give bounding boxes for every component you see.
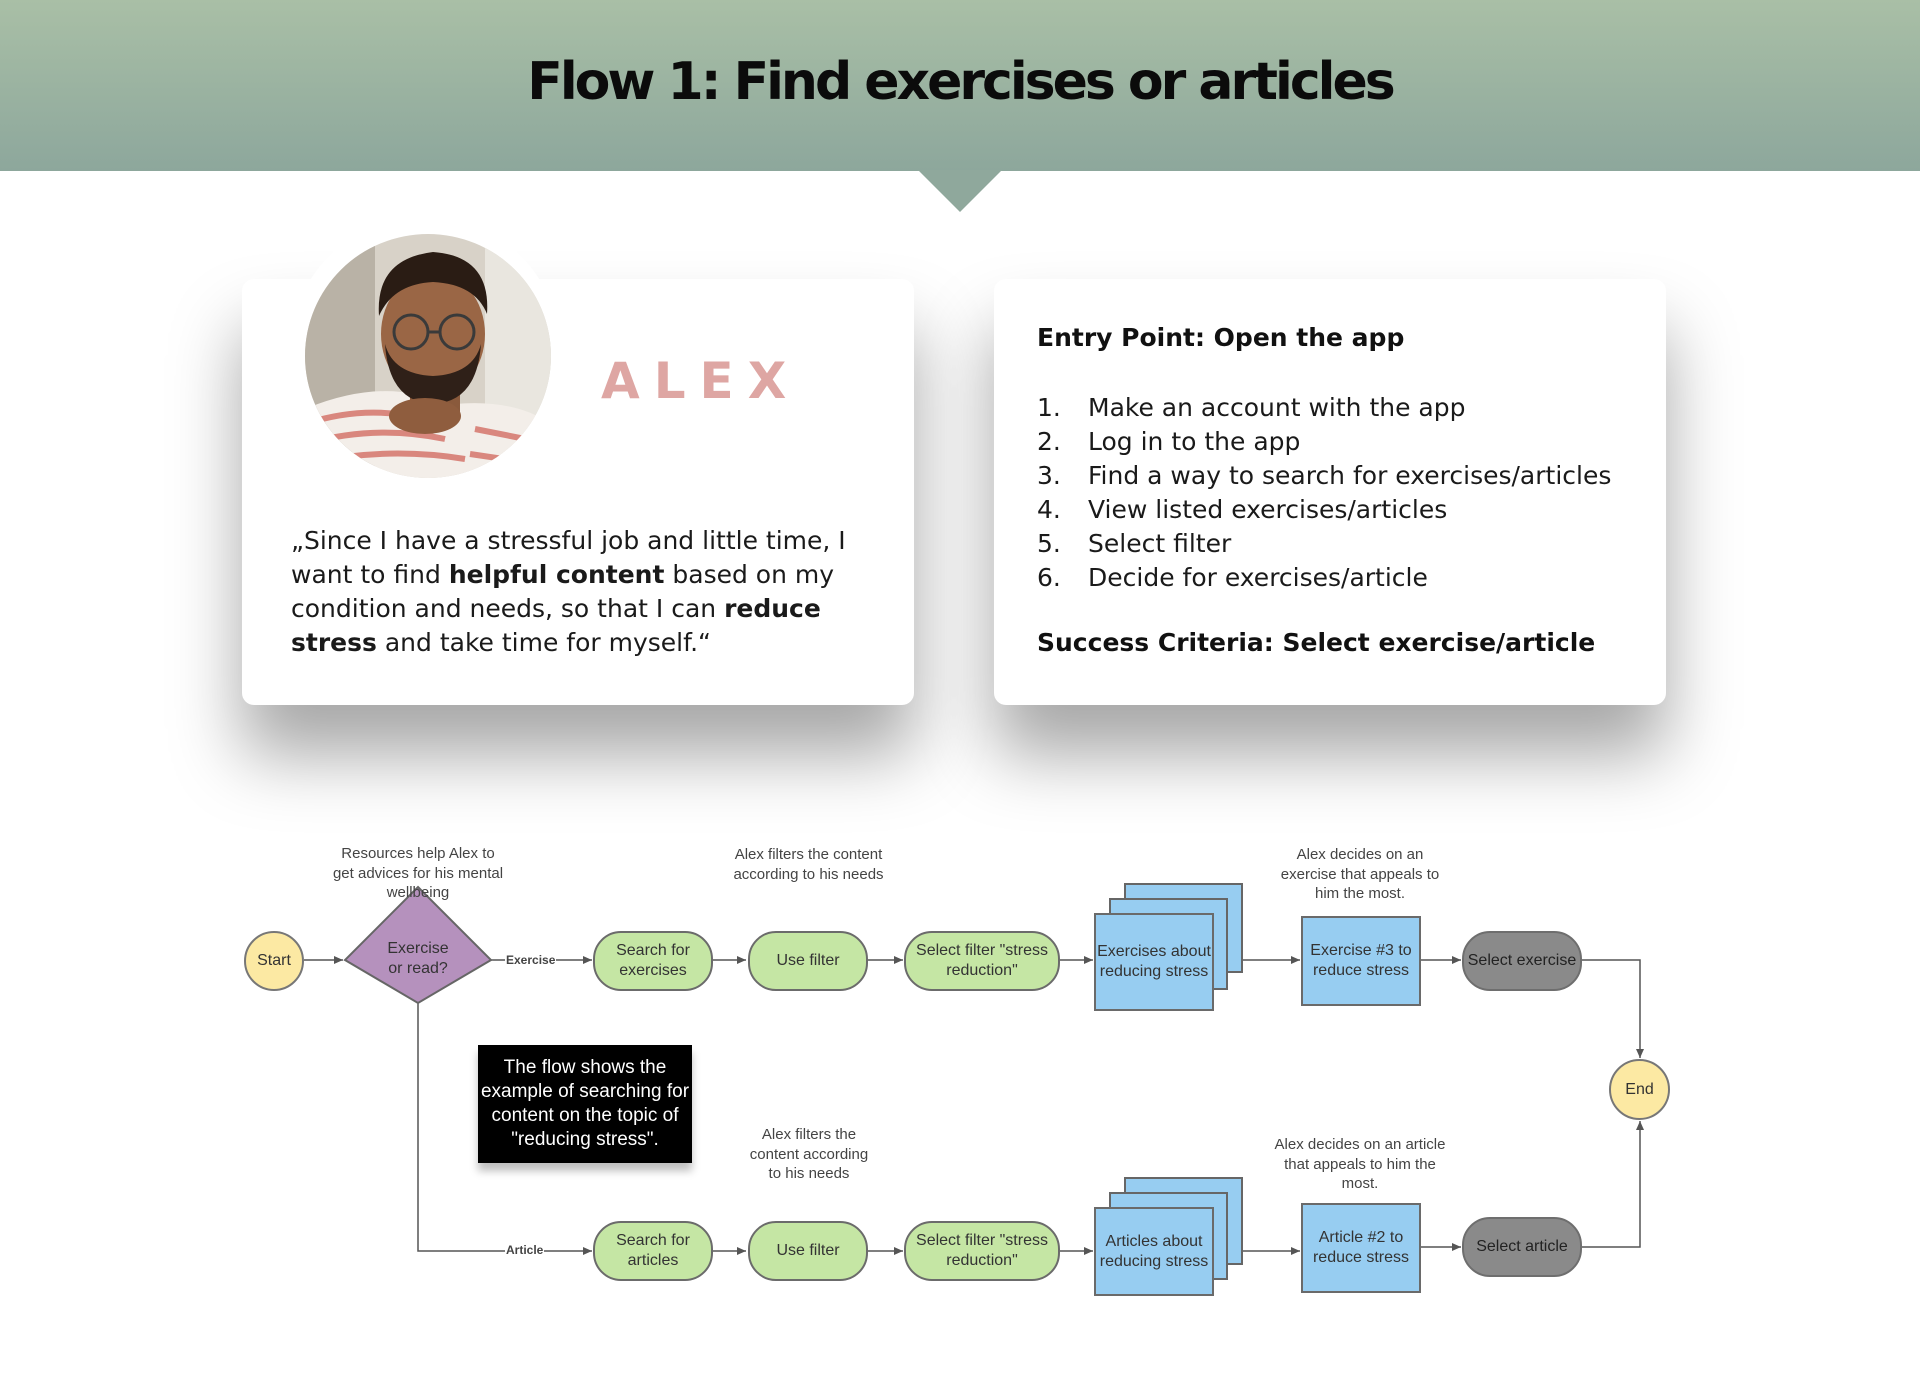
exercises-results-node: Exercises about reducing stress: [1094, 913, 1214, 1011]
select-exercise-node: Select exercise: [1462, 931, 1582, 991]
articles-results-node: Articles about reducing stress: [1094, 1207, 1214, 1296]
step-item: 4. View listed exercises/articles: [1037, 493, 1611, 527]
use-filter-bottom-node: Use filter: [748, 1221, 868, 1281]
quote-text-2: based on my condition and needs, so that…: [291, 560, 835, 623]
step-item: 1. Make an account with the app: [1037, 391, 1611, 425]
persona-name: ALEX: [601, 352, 801, 410]
select-filter-bottom-node: Select filter "stress reduction": [904, 1221, 1060, 1281]
step-text: Decide for exercises/article: [1088, 563, 1428, 592]
search-articles-node: Search for articles: [593, 1221, 713, 1281]
select-article-node: Select article: [1462, 1217, 1582, 1277]
step-item: 6. Decide for exercises/article: [1037, 561, 1611, 595]
article-pick-node: Article #2 to reduce stress: [1301, 1203, 1421, 1293]
edge-bottom-select-end: [1581, 1121, 1644, 1248]
steps-list: 1. Make an account with the app 2. Log in …: [1037, 391, 1611, 595]
step-number: 5.: [1037, 529, 1061, 558]
step-item: 3. Find a way to search for exercises/art…: [1037, 459, 1611, 493]
decision-diamond: [343, 885, 493, 1005]
quote-text-3: and take time for myself.“: [376, 628, 711, 657]
step-number: 3.: [1037, 461, 1061, 490]
persona-quote: „Since I have a stressful job and little…: [291, 524, 891, 660]
header-banner: [0, 0, 1920, 171]
step-number: 2.: [1037, 427, 1061, 456]
step-text: Log in to the app: [1088, 427, 1301, 456]
quote-text-1: „Since I have a stressful job and little…: [291, 526, 846, 589]
search-exercises-node: Search for exercises: [593, 931, 713, 991]
step-text: Select filter: [1088, 529, 1232, 558]
header-pointer: [918, 170, 1002, 212]
annotation-decides-bottom: Alex decides on an article that appeals …: [1274, 1136, 1446, 1192]
step-number: 6.: [1037, 563, 1061, 592]
exercise-branch-label: Exercise: [505, 953, 557, 967]
entry-card: [994, 279, 1666, 705]
edge-top-select-end: [1581, 959, 1644, 1058]
quote-highlight-helpful-content: helpful content: [448, 560, 665, 589]
success-criteria: Success Criteria: Select exercise/articl…: [1037, 628, 1596, 657]
end-node: End: [1609, 1059, 1670, 1120]
annotation-resources: Resources help Alex to get advices for h…: [332, 845, 504, 901]
step-number: 1.: [1037, 393, 1061, 422]
article-branch-label: Article: [505, 1243, 545, 1257]
decision-label: Exercise or read?: [387, 940, 449, 977]
start-node: Start: [244, 931, 304, 991]
step-text: View listed exercises/articles: [1088, 495, 1448, 524]
entry-point-title: Entry Point: Open the app: [1037, 323, 1405, 352]
step-item: 2. Log in to the app: [1037, 425, 1611, 459]
use-filter-top-node: Use filter: [748, 931, 868, 991]
annotation-filters-top: Alex filters the content according to hi…: [733, 846, 884, 883]
exercise-pick-node: Exercise #3 to reduce stress: [1301, 916, 1421, 1006]
page-title: Flow 1: Find exercises or articles: [527, 52, 1395, 112]
step-text: Make an account with the app: [1088, 393, 1466, 422]
step-number: 4.: [1037, 495, 1061, 524]
annotation-decides-top: Alex decides on an exercise that appeals…: [1280, 846, 1440, 902]
step-text: Find a way to search for exercises/artic…: [1088, 461, 1612, 490]
annotation-filters-bottom: Alex filters the content according to hi…: [749, 1126, 869, 1182]
flow-note: The flow shows the example of searching …: [478, 1045, 692, 1163]
quote-highlight-reduce-stress: reduce stress: [291, 594, 821, 657]
step-item: 5. Select filter: [1037, 527, 1611, 561]
select-filter-top-node: Select filter "stress reduction": [904, 931, 1060, 991]
